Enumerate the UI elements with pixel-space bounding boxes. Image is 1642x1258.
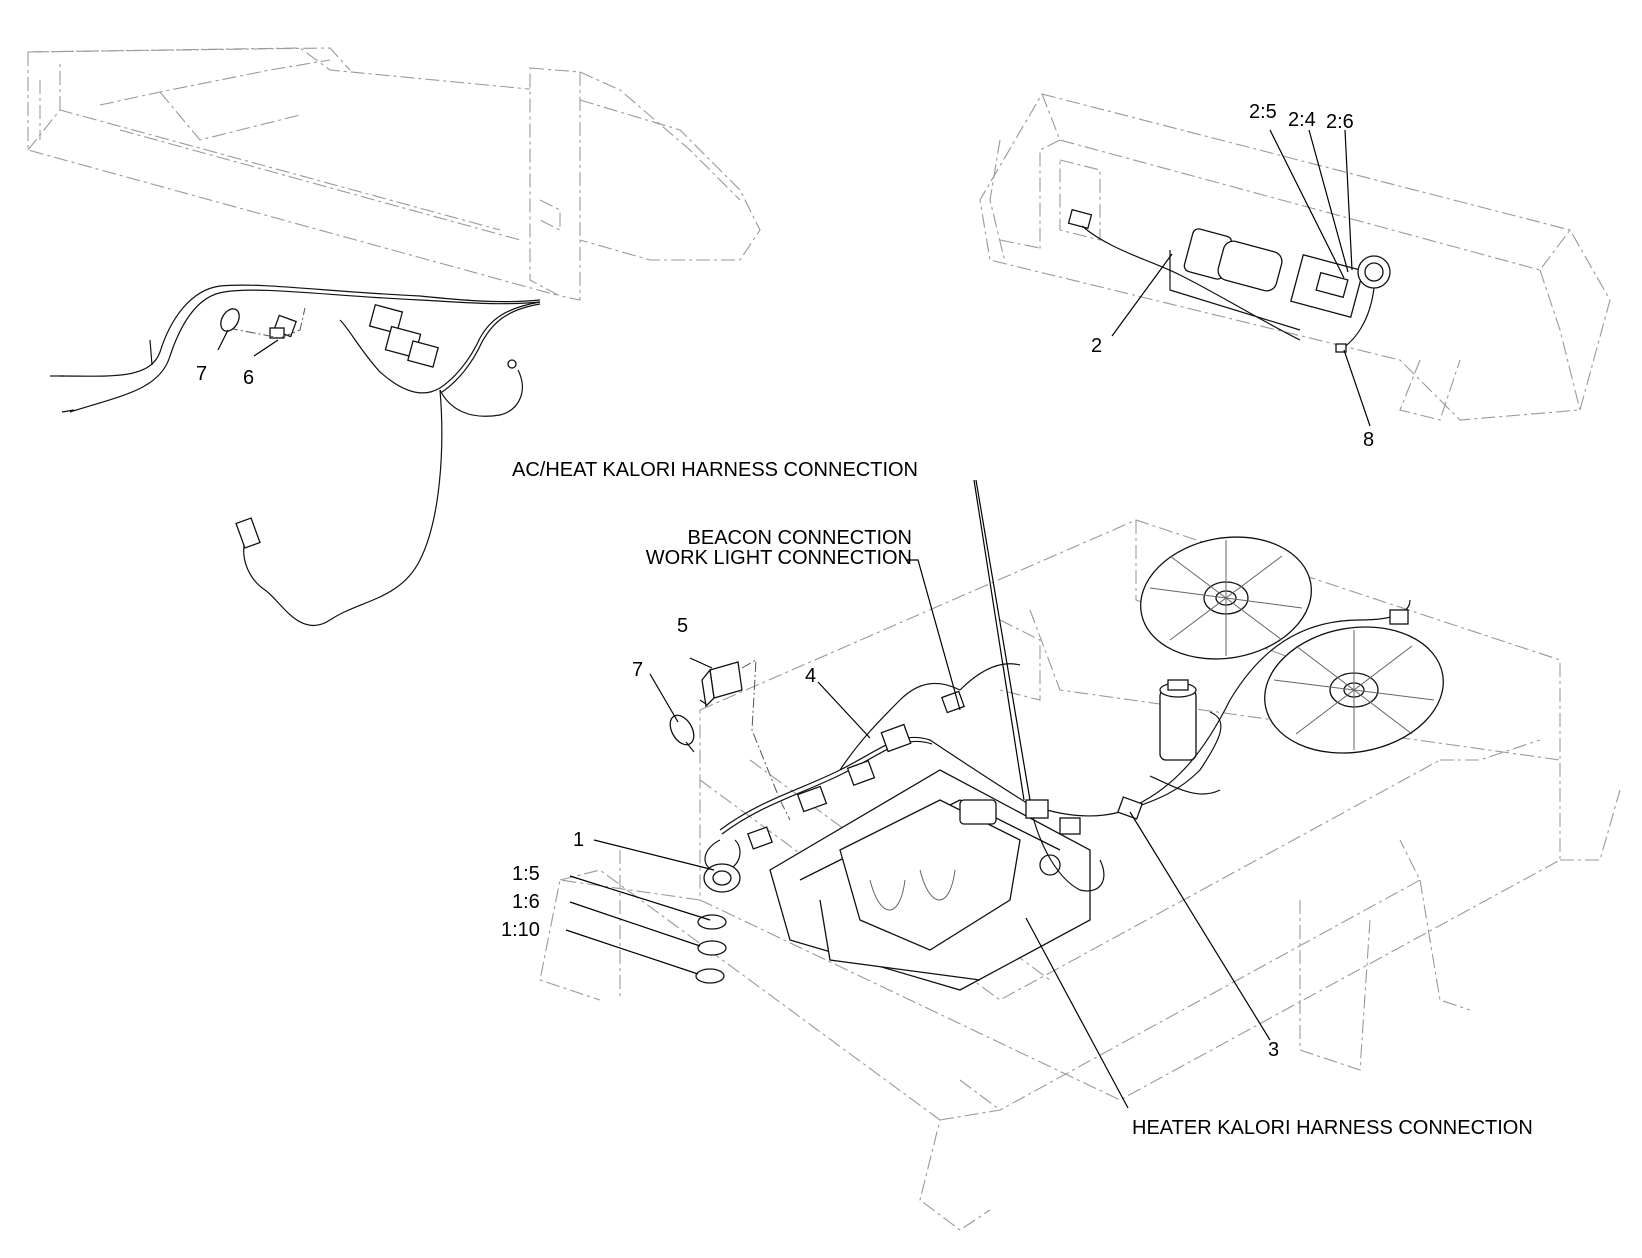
callout-1-10: 1:10 <box>501 919 540 941</box>
callout-1-5: 1:5 <box>512 863 540 885</box>
roof-panel-ghost <box>27 47 561 297</box>
callout-7-roof: 7 <box>196 363 207 385</box>
note-heater-kalori-harness: HEATER KALORI HARNESS CONNECTION <box>1132 1117 1533 1139</box>
rear-leaders <box>1111 129 1371 427</box>
callout-labels: 7 6 2 2:5 2:4 2:6 8 5 7 4 1 1:5 1:6 1:10… <box>196 101 1374 1061</box>
callout-1: 1 <box>573 829 584 851</box>
filter-canister <box>1159 679 1197 761</box>
callout-2-4: 2:4 <box>1288 109 1316 131</box>
callout-3: 3 <box>1268 1039 1279 1061</box>
rear-motor-assembly <box>1067 208 1391 353</box>
fan-right <box>1264 626 1444 754</box>
roof-switch-6 <box>227 307 306 339</box>
main-leaders <box>565 479 1271 1109</box>
callout-4: 4 <box>805 665 816 687</box>
callout-2-5: 2:5 <box>1249 101 1277 123</box>
relay-5 <box>699 659 791 821</box>
callout-7-main: 7 <box>632 659 643 681</box>
roof-clip-7 <box>220 308 240 332</box>
main-harness <box>704 599 1411 892</box>
fan-left <box>1140 536 1312 660</box>
callout-5: 5 <box>677 615 688 637</box>
clip-7 <box>669 714 695 753</box>
callout-6: 6 <box>243 367 254 389</box>
note-beacon-connection: BEACON CONNECTION <box>688 527 912 549</box>
rear-panel-ghost <box>979 93 1611 421</box>
callout-2-6: 2:6 <box>1326 111 1354 133</box>
note-ac-heat-kalori-harness: AC/HEAT KALORI HARNESS CONNECTION <box>512 459 918 481</box>
roof-leaders <box>217 329 279 357</box>
callout-2: 2 <box>1091 335 1102 357</box>
callout-8: 8 <box>1363 429 1374 451</box>
note-work-light-connection: WORK LIGHT CONNECTION <box>646 547 912 569</box>
connection-notes: AC/HEAT KALORI HARNESS CONNECTION BEACON… <box>512 459 1533 1139</box>
roof-harness <box>50 284 541 627</box>
fender-ghost <box>529 67 761 301</box>
blower-box <box>769 769 1091 991</box>
callout-1-6: 1:6 <box>512 891 540 913</box>
